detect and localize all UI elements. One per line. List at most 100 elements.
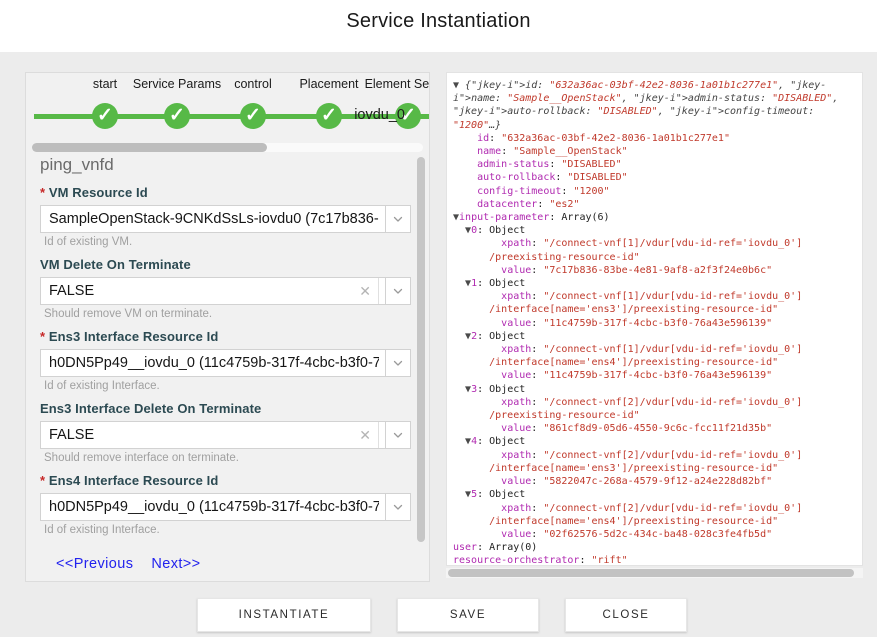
service-params-form-panel: start Service Params control Placement Eleme… [25,72,430,582]
json-value: "/connect-vnf[1]/vdur[vdu-id-ref='iovdu_… [543,344,802,355]
field-input-row[interactable]: h0DN5Pp49__iovdu_0 (11c4759b-317f-4cbc-b… [40,349,411,377]
field-label: * Ens4 Interface Resource Id [40,473,411,488]
field-input-row[interactable]: h0DN5Pp49__iovdu_0 (11c4759b-317f-4cbc-b… [40,493,411,521]
clear-x-icon[interactable]: ✕ [352,278,379,304]
stepper-node-0[interactable]: ✓ [92,103,118,129]
json-value: Object [489,436,525,447]
json-line: resource-orchestrator: "rift" [453,554,858,566]
field-input-row[interactable]: FALSE✕ [40,277,411,305]
page-title: Service Instantiation [0,10,877,33]
save-button[interactable]: SAVE [397,598,539,632]
required-marker: * [40,473,49,488]
json-value: "DISABLED" [567,172,627,183]
json-key: input-parameter [459,212,549,223]
json-line: value: "861cf8d9-05d6-4550-9c6c-fcc11f21… [453,422,858,435]
json-value: "632a36ac-03bf-42e2-8036-1a01b1c277e1" [501,133,730,144]
field-value: FALSE [49,427,352,443]
field-input[interactable]: h0DN5Pp49__iovdu_0 (11c4759b-317f-4cbc-b… [40,493,385,521]
field-input[interactable]: SampleOpenStack-9CNKdSsLs-iovdu0 (7c17b8… [40,205,385,233]
json-line: datacenter: "es2" [453,198,858,211]
previous-link[interactable]: <<Previous [56,556,133,572]
field-hint: Should remove interface on terminate. [44,452,411,464]
json-value: "02f62576-5d2c-434c-ba48-028c3fe4fb5d" [543,529,772,540]
json-value: /interface[name='ens3']/preexisting-reso… [489,304,778,315]
form-scrollbar-thumb[interactable] [417,157,425,542]
chevron-down-icon[interactable] [385,421,411,449]
json-horizontal-scrollbar[interactable] [446,568,863,578]
json-value: "/connect-vnf[2]/vdur[vdu-id-ref='iovdu_… [543,397,802,408]
json-line: /preexisting-resource-id" [453,251,858,264]
chevron-down-icon[interactable] [385,277,411,305]
form-field: * VM Resource IdSampleOpenStack-9CNKdSsL… [40,185,411,248]
field-input-row[interactable]: SampleOpenStack-9CNKdSsLs-iovdu0 (7c17b8… [40,205,411,233]
json-line: ▼4: Object [453,435,858,448]
json-value: Object [489,489,525,500]
field-input[interactable]: FALSE✕ [40,277,385,305]
json-line: xpath: "/connect-vnf[1]/vdur[vdu-id-ref=… [453,290,858,303]
json-key: value [501,318,531,329]
json-key: xpath [501,397,531,408]
json-key: xpath [501,344,531,355]
json-summary-line[interactable]: ▼ {"jkey-i">id: "632a36ac-03bf-42e2-8036… [453,79,858,132]
json-line: ▼0: Object [453,224,858,237]
json-value: "es2" [549,199,579,210]
json-key: value [501,370,531,381]
check-icon: ✓ [316,103,342,129]
json-key: auto-rollback [477,172,555,183]
chevron-down-icon[interactable] [385,205,411,233]
json-value: "/connect-vnf[1]/vdur[vdu-id-ref='iovdu_… [543,291,802,302]
vnfd-name: ping_vnfd [40,155,411,175]
stepper-label-4[interactable]: Element Selecti [365,77,430,91]
next-link[interactable]: Next>> [151,556,200,572]
json-key: value [501,265,531,276]
form-fields-container: ping_vnfd * VM Resource IdSampleOpenStac… [26,149,429,545]
json-key: xpath [501,238,531,249]
vdu-group-tag: iovdu_0 [354,107,405,123]
footer-actions: INSTANTIATE SAVE CLOSE [0,582,877,637]
json-value: "7c17b836-83be-4e81-9af8-a2f3f24e0b6c" [543,265,772,276]
json-value: Array(6) [561,212,609,223]
stepper-node-1[interactable]: ✓ [164,103,190,129]
json-line: value: "02f62576-5d2c-434c-ba48-028c3fe4… [453,528,858,541]
required-marker: * [40,329,49,344]
json-line: ▼1: Object [453,277,858,290]
json-value: /interface[name='ens4']/preexisting-reso… [489,357,778,368]
json-value: "/connect-vnf[1]/vdur[vdu-id-ref='iovdu_… [543,238,802,249]
stepper-label-1[interactable]: Service Params [133,77,221,91]
chevron-down-icon[interactable] [385,349,411,377]
stepper-label-0[interactable]: start [93,77,117,91]
field-input[interactable]: h0DN5Pp49__iovdu_0 (11c4759b-317f-4cbc-b… [40,349,385,377]
json-key: id [477,133,489,144]
json-line: xpath: "/connect-vnf[2]/vdur[vdu-id-ref=… [453,396,858,409]
json-value: "11c4759b-317f-4cbc-b3f0-76a43e596139" [543,370,772,381]
field-value: SampleOpenStack-9CNKdSsLs-iovdu0 (7c17b8… [49,211,379,227]
check-icon: ✓ [92,103,118,129]
stepper-label-3[interactable]: Placement [299,77,358,91]
instantiate-button[interactable]: INSTANTIATE [197,598,371,632]
json-viewer-panel[interactable]: ▼ {"jkey-i">id: "632a36ac-03bf-42e2-8036… [446,72,863,566]
json-value: Object [489,384,525,395]
field-input[interactable]: FALSE✕ [40,421,385,449]
json-line: xpath: "/connect-vnf[2]/vdur[vdu-id-ref=… [453,502,858,515]
json-line: id: "632a36ac-03bf-42e2-8036-1a01b1c277e… [453,132,858,145]
collapse-triangle-icon[interactable]: ▼ [453,80,465,91]
json-scrollbar-thumb[interactable] [448,569,854,577]
stepper-node-2[interactable]: ✓ [240,103,266,129]
field-hint: Id of existing VM. [44,236,411,248]
json-value: "/connect-vnf[2]/vdur[vdu-id-ref='iovdu_… [543,450,802,461]
json-value: "1200" [573,186,609,197]
json-line: /interface[name='ens4']/preexisting-reso… [453,515,858,528]
stepper-label-2[interactable]: control [234,77,272,91]
json-line: name: "Sample__OpenStack" [453,145,858,158]
json-line: /interface[name='ens3']/preexisting-reso… [453,303,858,316]
json-line: ▼input-parameter: Array(6) [453,211,858,224]
json-value: Object [489,225,525,236]
close-button[interactable]: CLOSE [565,598,687,632]
field-input-row[interactable]: FALSE✕ [40,421,411,449]
field-label: Ens3 Interface Delete On Terminate [40,401,411,416]
json-key: xpath [501,503,531,514]
chevron-down-icon[interactable] [385,493,411,521]
clear-x-icon[interactable]: ✕ [352,422,379,448]
stepper-node-3[interactable]: ✓ [316,103,342,129]
json-value: Object [489,331,525,342]
